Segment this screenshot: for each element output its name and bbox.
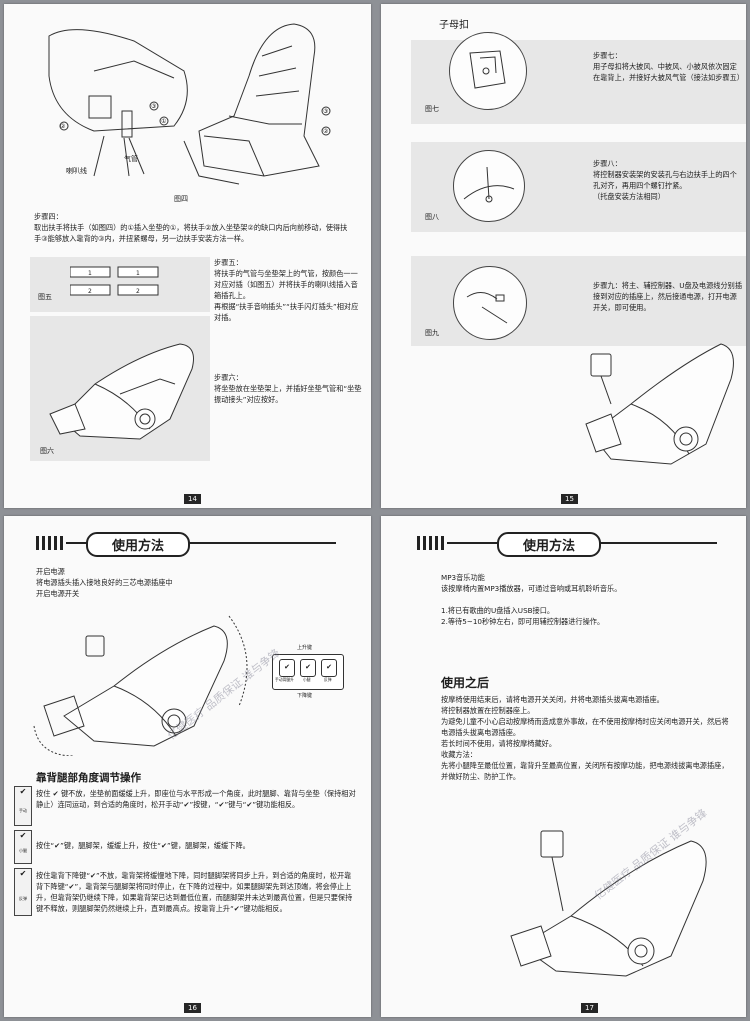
- key-label-2: 小腿: [303, 677, 311, 682]
- key-down-label: 下降键: [297, 693, 313, 699]
- fig9-plug-detail: [453, 266, 527, 340]
- fig4-label-air: 气管: [124, 155, 138, 163]
- page-number-16: 16: [184, 1003, 201, 1013]
- page-number-14: 14: [184, 494, 201, 504]
- mp3-text: MP3音乐功能 该按摩椅内置MP3播放器，可通过音响或耳机聆听音乐。 1.将已有…: [441, 573, 622, 626]
- section-header-usage-17: 使用方法: [417, 532, 717, 557]
- header-bars-decoration: [36, 536, 66, 550]
- fig7-drawing: [469, 50, 506, 89]
- svg-text:②: ②: [323, 128, 329, 135]
- section-header-title-17: 使用方法: [497, 532, 602, 557]
- step-6-text: 步骤六： 将坐垫放在坐垫架上，并插好坐垫气管和“坐垫振动接头”对应按好。: [214, 373, 362, 404]
- header-rule: [66, 542, 336, 544]
- page-number-15: 15: [561, 494, 578, 504]
- fig9-drawing: [466, 292, 508, 324]
- svg-text:2: 2: [136, 288, 140, 295]
- svg-text:②: ②: [60, 123, 66, 130]
- fig6-chair-drawing: [49, 343, 194, 440]
- key-label-3: 反弹: [324, 677, 332, 682]
- manual-page-17: 使用方法 MP3音乐功能 该按摩椅内置MP3播放器，可通过音响或耳机聆听音乐。 …: [381, 516, 746, 1017]
- svg-text:1: 1: [136, 270, 140, 277]
- side-label-manual: 手动: [19, 808, 27, 813]
- svg-text:1: 1: [88, 270, 92, 277]
- side-check-icon: ✔: [19, 787, 27, 796]
- angle-paragraph-2: 按住“✔”键，腿脚架，缓缓上升，按住“✔”键，腿脚架，缓缓下降。: [36, 841, 250, 850]
- fig4-caption: 图四: [174, 195, 188, 203]
- after-use-title: 使用之后: [441, 676, 490, 690]
- manual-page-16: 使用方法 开启电源 将电源插头插入接地良好的三芯电源插座中 开启电源开关 上升键…: [4, 516, 371, 1017]
- side-label-rebound: 反弹: [19, 896, 27, 901]
- fig9-caption: 图九: [425, 329, 439, 337]
- fig8-drawing: [463, 166, 515, 203]
- angle-adjust-title: 靠背腿部角度调节操作: [36, 772, 141, 784]
- fig6-caption: 图六: [40, 447, 54, 455]
- svg-text:③: ③: [323, 108, 328, 115]
- key-up-label: 上升键: [297, 645, 313, 651]
- side-icon-manual: ✔ 手动: [14, 786, 32, 826]
- fig4-label-horn: 喇叭线: [66, 167, 87, 175]
- side-icon-rebound: ✔ 反弹: [14, 868, 32, 916]
- fig5-panel: 1 1 2 2 图五: [30, 257, 210, 312]
- p15-chair-drawing: [585, 343, 734, 465]
- fig7-caption: 图七: [425, 105, 439, 113]
- side-label-leg: 小腿: [19, 848, 27, 853]
- keypad-back-leg-icon: ✔: [279, 659, 295, 677]
- step-9-text: 步骤九：将主、辅控制器、U盘及电源线分别插接到对应的插座上，然后接通电源，打开电…: [593, 281, 743, 312]
- svg-text:①: ①: [161, 118, 166, 125]
- step-5-text: 步骤五： 将扶手的气管与坐垫架上的气管，按颜色一一对应对插（如图五）并将扶手的喇…: [214, 258, 359, 322]
- header-bars-decoration-17: [417, 536, 447, 550]
- step-7-text: 步骤七： 用子母扣将大披风、中披风、小披风依次固定在靠背上，并接好大披风气管（接…: [593, 51, 744, 82]
- fig7-snap-detail: [449, 32, 527, 110]
- fig8-bracket-detail: [453, 150, 525, 222]
- fig5-connectors: 1 1 2 2: [70, 266, 159, 296]
- angle-paragraph-3: 按住靠背下降键“✔”不放，靠背架将缓慢地下降，同时腿脚架将同步上升，到合适的角度…: [36, 871, 353, 913]
- key-label-1: 手动背腿升: [275, 677, 294, 682]
- manual-page-14: ③ ① ③ ② ② 喇叭线 气管 图四 步骤四： 取出扶手将扶手（如图四）的①插入坐垫…: [4, 4, 371, 508]
- side-icon-leg: ✔ 小腿: [14, 830, 32, 864]
- keypad-rebound-icon: ✔: [321, 659, 337, 677]
- step-4-text: 步骤四： 取出扶手将扶手（如图四）的①插入坐垫的①，将扶手②放入坐垫架②的缺口内…: [34, 212, 348, 243]
- fig8-caption: 图八: [425, 213, 439, 221]
- fig5-caption: 图五: [38, 293, 52, 301]
- section-header-usage: 使用方法: [36, 532, 336, 557]
- manual-page-15: 子母扣 图七 步骤七： 用子母扣将大披风、中披风、小披风依次固定在靠背上，并接好…: [381, 4, 746, 508]
- after-use-text: 按摩椅使用结束后，请将电源开关关闭，并将电源插头拔离电源插座。 将控制器放置在控…: [441, 695, 729, 781]
- snap-button-label: 子母扣: [439, 20, 469, 31]
- svg-text:2: 2: [88, 288, 92, 295]
- p17-chair-drawing: [510, 830, 707, 977]
- step-8-text: 步骤八： 将控制器安装架的安装孔与右边扶手上的四个孔对齐，再用四个螺钉拧紧。 （…: [593, 159, 737, 201]
- side-check-icon-3: ✔: [19, 869, 27, 878]
- angle-paragraph-1: 按住 ✔ 键不放，坐垫前面缓缓上升，即座位与水平形成一个角度，此时腿脚、靠背与坐…: [36, 789, 356, 809]
- fig6-panel: 图六: [30, 316, 210, 461]
- power-on-text: 开启电源 将电源插头插入接地良好的三芯电源插座中 开启电源开关: [36, 567, 173, 598]
- figure-4-armrest-drawing: ③ ① ③ ② ②: [48, 23, 331, 185]
- section-header-title: 使用方法: [86, 532, 191, 557]
- svg-text:③: ③: [151, 103, 156, 110]
- page-number-17: 17: [581, 1003, 598, 1013]
- side-check-icon-2: ✔: [19, 831, 27, 840]
- keypad-figure: ✔ ✔ ✔ 手动背腿升 小腿 反弹: [272, 654, 344, 690]
- p16-chair-recline-drawing: [33, 615, 248, 756]
- keypad-leg-icon: ✔: [300, 659, 316, 677]
